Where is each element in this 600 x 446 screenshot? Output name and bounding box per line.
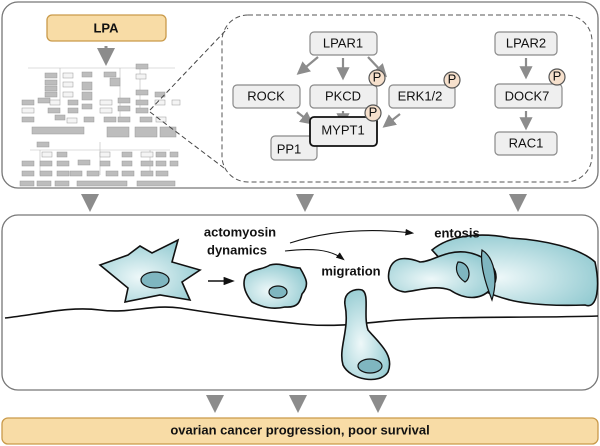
outcome-box [1, 417, 599, 445]
node-rac1: RAC1 [494, 131, 558, 156]
entosis-label: entosis [434, 225, 480, 240]
arrow-to-entosis-icon [289, 228, 415, 244]
pathway-detail-box [221, 14, 593, 183]
svg-text:P: P [373, 69, 382, 84]
svg-text:ERK1/2: ERK1/2 [398, 88, 443, 103]
migration-label: migration [321, 263, 380, 278]
node-pkcd: PKCD [309, 84, 378, 109]
svg-text:DOCK7: DOCK7 [505, 88, 550, 103]
node-rock: ROCK [232, 84, 301, 109]
phospho-mypt1-icon: P [364, 104, 382, 122]
outcome-label: ovarian cancer progression, poor surviva… [170, 422, 429, 437]
node-lpar2: LPAR2 [494, 31, 558, 56]
svg-text:P: P [448, 71, 457, 86]
svg-text:PP1: PP1 [277, 141, 302, 156]
rounded-cell [243, 263, 308, 309]
mesenchymal-cell [98, 238, 202, 304]
node-dock7: DOCK7 [494, 83, 563, 109]
migrating-cell [341, 288, 391, 381]
svg-text:LPAR1: LPAR1 [323, 35, 363, 50]
svg-text:ROCK: ROCK [247, 88, 285, 103]
svg-text:P: P [369, 104, 378, 119]
network-thumbnail [19, 63, 181, 187]
basement-membrane [4, 306, 599, 327]
phospho-pkcd-icon: P [368, 69, 386, 87]
lpa-label: LPA [93, 20, 119, 35]
arrow-to-migration-icon [284, 249, 345, 261]
panel-arrows [81, 194, 527, 413]
node-pp1: PP1 [270, 135, 318, 161]
node-erk12: ERK1/2 [388, 84, 456, 109]
phospho-dock7-icon: P [548, 68, 566, 86]
svg-text:PKCD: PKCD [325, 88, 361, 103]
svg-text:MYPT1: MYPT1 [321, 122, 364, 137]
actomyosin-label: actomyosin [204, 224, 276, 239]
svg-text:LPAR2: LPAR2 [506, 35, 546, 50]
node-mypt1: MYPT1 [309, 116, 378, 147]
node-lpar1: LPAR1 [309, 31, 378, 56]
lpa-box [46, 14, 167, 42]
zoom-connector [149, 27, 229, 169]
svg-text:P: P [553, 68, 562, 83]
entotic-cells [387, 234, 599, 307]
svg-text:RAC1: RAC1 [509, 135, 544, 150]
phospho-erk-icon: P [443, 71, 461, 89]
dynamics-label: dynamics [207, 242, 267, 257]
